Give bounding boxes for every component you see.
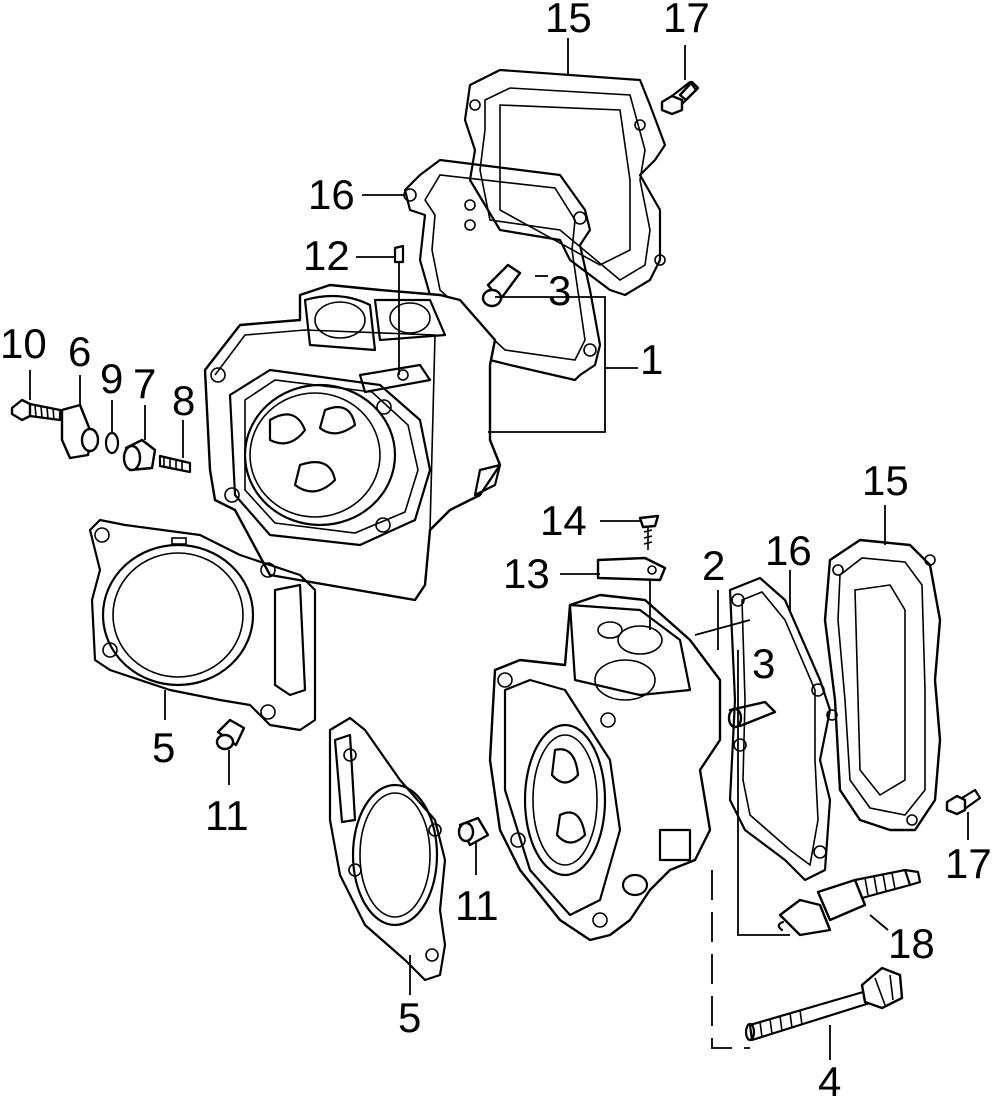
valve-cover-lower — [823, 538, 942, 832]
cylinder-head-lower — [488, 593, 722, 942]
callout-13: 13 — [503, 550, 550, 597]
bolt-17-upper — [660, 80, 700, 116]
callout-11-lower: 11 — [455, 882, 499, 929]
spark-plug-18 — [777, 868, 922, 937]
o-ring-9 — [104, 431, 120, 455]
callout-5-lower: 5 — [398, 994, 421, 1041]
callout-7: 7 — [133, 360, 156, 407]
callout-17-upper: 17 — [663, 0, 710, 41]
screw-14 — [638, 514, 660, 550]
callout-1: 1 — [640, 336, 663, 383]
callout-5-left: 5 — [152, 724, 175, 771]
callout-8: 8 — [172, 377, 195, 424]
callout-17-lower: 17 — [945, 840, 992, 887]
valve-cover-upper — [463, 68, 667, 297]
callout-9: 9 — [100, 355, 123, 402]
callout-3-upper: 3 — [548, 267, 571, 314]
callout-10: 10 — [0, 320, 47, 367]
callout-12: 12 — [303, 232, 350, 279]
callout-11-left: 11 — [205, 792, 249, 839]
leader-18 — [869, 914, 889, 931]
bolt-10 — [10, 398, 62, 422]
bracket-2-dash — [711, 870, 750, 1049]
callout-15-upper: 15 — [545, 0, 592, 41]
callout-14: 14 — [540, 497, 587, 544]
dowel-11-left — [215, 718, 246, 751]
dowel-11-lower — [457, 816, 490, 847]
dowel-pin-upper — [481, 263, 522, 308]
bracket-2 — [694, 600, 790, 936]
tensioner-body-6 — [60, 403, 100, 460]
cylinder-head-upper — [203, 283, 502, 602]
callout-15-lower: 15 — [862, 457, 909, 504]
gasket-upper — [403, 158, 602, 382]
callout-6: 6 — [68, 328, 91, 375]
callout-2: 2 — [702, 542, 725, 589]
plate-13 — [596, 556, 667, 582]
bolt-17-lower — [945, 788, 982, 816]
head-gasket-left — [88, 518, 317, 732]
callout-4: 4 — [818, 1058, 841, 1097]
callout-18: 18 — [888, 920, 935, 967]
callout-16-lower: 16 — [765, 527, 812, 574]
bracket-1 — [488, 296, 606, 433]
head-bolt-4 — [744, 966, 904, 1042]
dowel-pin-lower — [727, 700, 777, 729]
head-gasket-lower — [328, 716, 447, 982]
cap-7 — [122, 438, 157, 472]
gasket-lower — [728, 576, 832, 882]
callout-3-lower: 3 — [752, 640, 775, 687]
bolt-8 — [158, 454, 192, 474]
callout-16-upper: 16 — [308, 171, 355, 218]
